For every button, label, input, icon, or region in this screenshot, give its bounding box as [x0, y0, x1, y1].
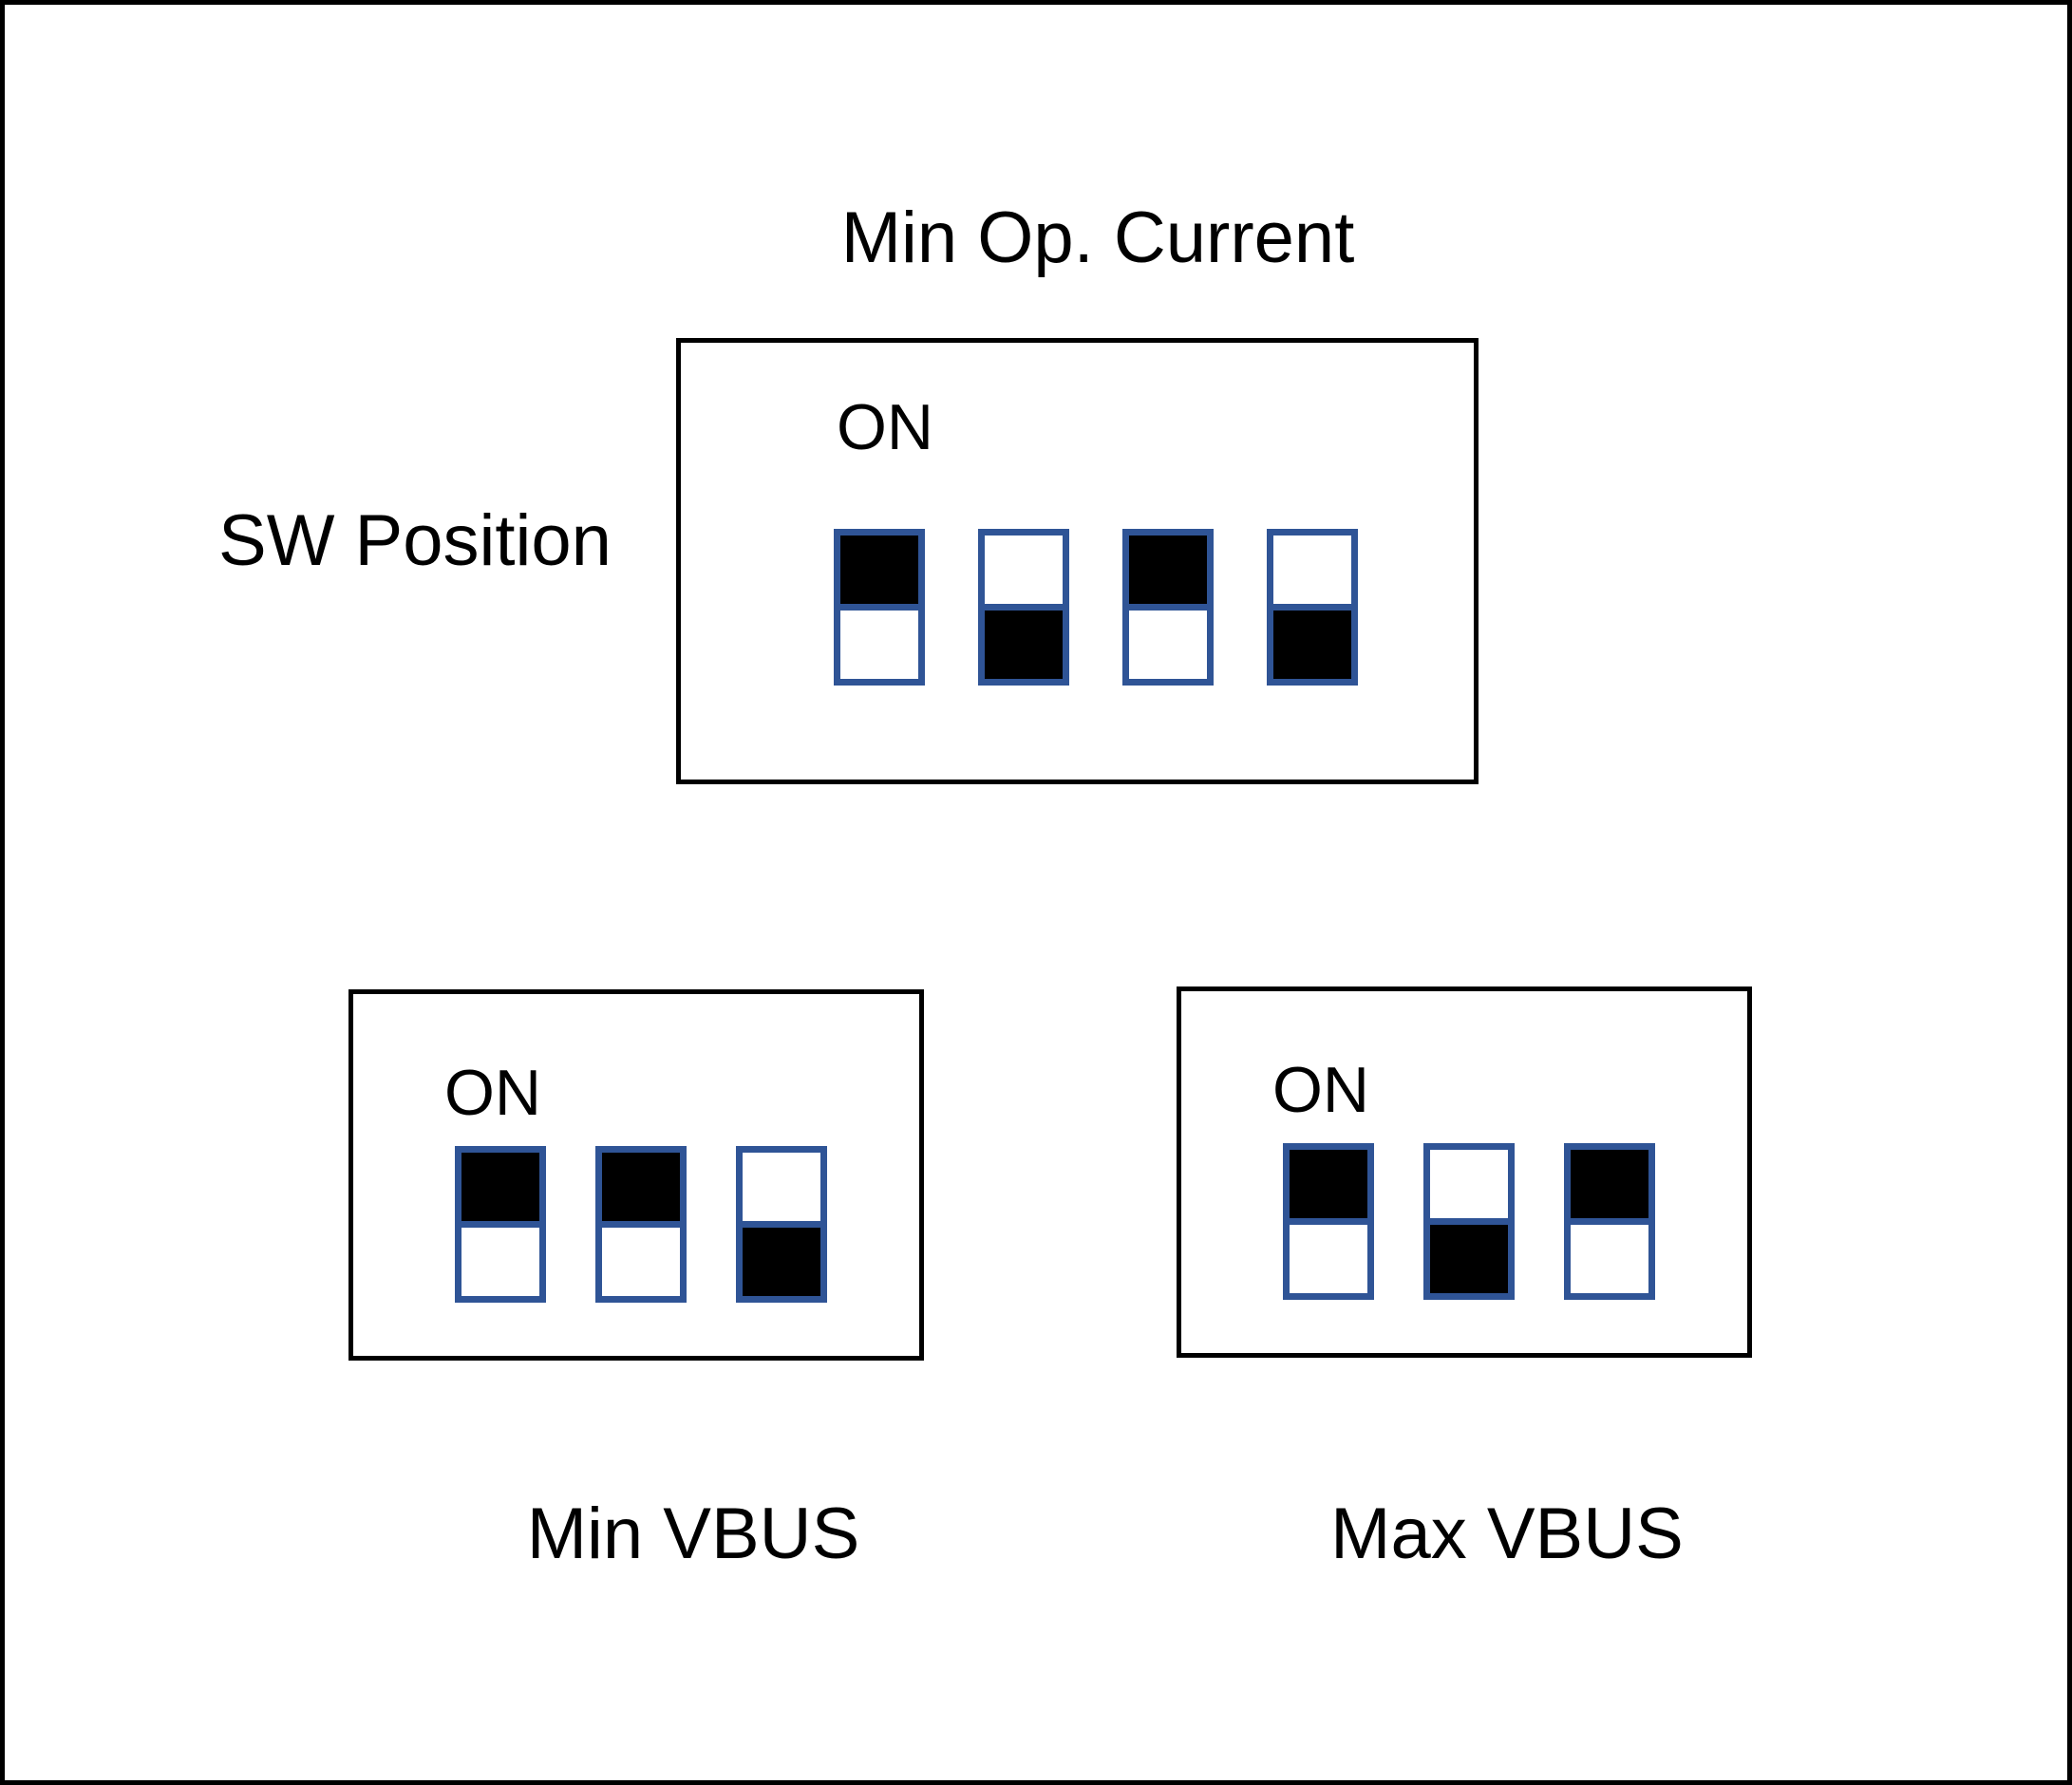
switch-2-bottom-cell — [985, 611, 1063, 679]
switch-4-top-cell — [1273, 536, 1351, 604]
switch-2-top-cell — [602, 1153, 680, 1221]
switch-1-top-cell — [1290, 1150, 1367, 1218]
dip-switch-1-on — [455, 1146, 546, 1303]
switch-1-bottom-cell — [840, 611, 918, 679]
dip-switch-1-on — [1283, 1143, 1374, 1300]
switch-3-top-cell — [1129, 536, 1207, 604]
dip-switch-2-on — [595, 1146, 687, 1303]
dip-switch-row-max-vbus — [1283, 1143, 1655, 1300]
label-sw-position: SW Position — [218, 500, 612, 581]
dip-switch-2-off — [1423, 1143, 1515, 1300]
dip-switch-3-off — [736, 1146, 827, 1303]
switch-3-bottom-cell — [1129, 611, 1207, 679]
dip-switch-row-min-op-current — [834, 529, 1358, 686]
on-label-min-op-current: ON — [837, 391, 933, 463]
switch-2-bottom-cell — [1430, 1225, 1508, 1293]
dip-switch-row-min-vbus — [455, 1146, 827, 1303]
switch-box-max-vbus: ON — [1177, 986, 1752, 1358]
switch-4-bottom-cell — [1273, 611, 1351, 679]
dip-switch-4-off — [1267, 529, 1358, 686]
switch-box-min-vbus: ON — [348, 989, 924, 1361]
switch-1-top-cell — [840, 536, 918, 604]
on-label-max-vbus: ON — [1272, 1054, 1369, 1126]
switch-3-top-cell — [743, 1153, 820, 1221]
switch-3-bottom-cell — [1571, 1225, 1648, 1293]
switch-3-bottom-cell — [743, 1228, 820, 1296]
switch-1-bottom-cell — [1290, 1225, 1367, 1293]
switch-1-top-cell — [461, 1153, 539, 1221]
switch-2-top-cell — [1430, 1150, 1508, 1218]
dip-switch-3-on — [1122, 529, 1214, 686]
switch-1-bottom-cell — [461, 1228, 539, 1296]
dip-switch-3-on — [1564, 1143, 1655, 1300]
switch-2-bottom-cell — [602, 1228, 680, 1296]
label-min-vbus: Min VBUS — [526, 1494, 860, 1574]
label-max-vbus: Max VBUS — [1330, 1494, 1684, 1574]
dip-switch-2-off — [978, 529, 1069, 686]
title-min-op-current: Min Op. Current — [840, 197, 1355, 278]
switch-3-top-cell — [1571, 1150, 1648, 1218]
switch-box-min-op-current: ON — [676, 338, 1479, 784]
switch-2-top-cell — [985, 536, 1063, 604]
dip-switch-1-on — [834, 529, 925, 686]
on-label-min-vbus: ON — [444, 1057, 541, 1129]
